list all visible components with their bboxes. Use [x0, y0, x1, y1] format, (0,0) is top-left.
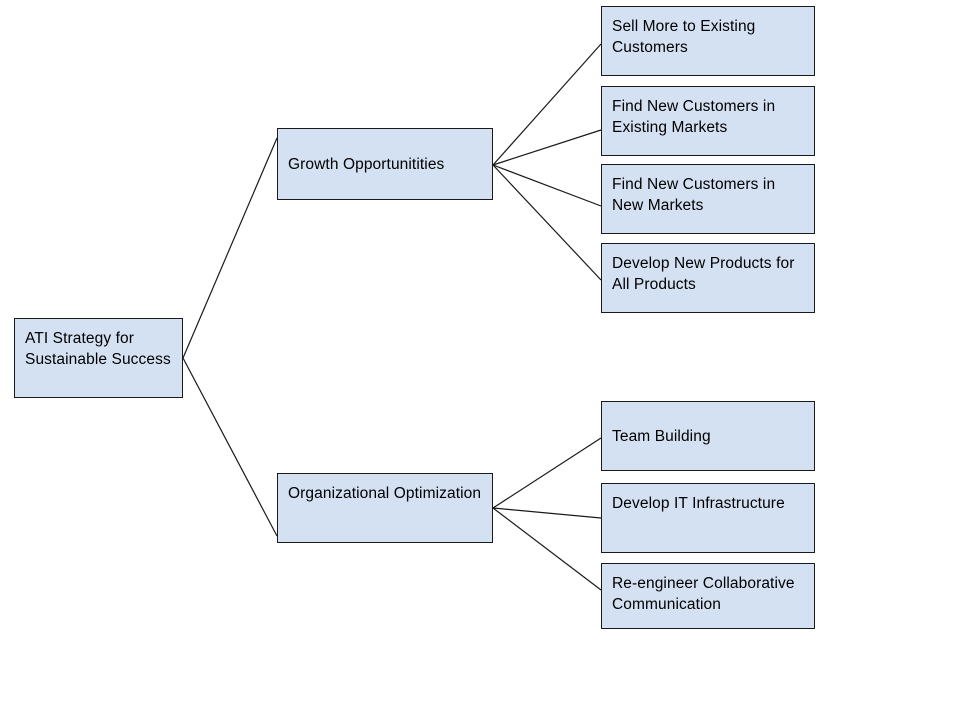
node-growth[interactable]: Growth Opportunitities — [277, 128, 493, 200]
connector-line — [492, 507, 602, 591]
connector-line — [492, 507, 602, 519]
connector-line — [492, 164, 602, 207]
node-sell-more-existing[interactable]: Sell More to Existing Customers — [601, 6, 815, 76]
node-label: Organizational Optimization — [288, 485, 482, 502]
connector-line — [492, 129, 602, 166]
connector-line — [492, 437, 602, 509]
node-label: Team Building — [612, 427, 711, 445]
node-label: Find New Customers in Existing Markets — [612, 98, 776, 136]
node-label: Growth Opportunitities — [288, 155, 445, 173]
node-label: Develop New Products for All Products — [612, 255, 795, 293]
node-label: Develop IT Infrastructure — [612, 495, 785, 512]
node-re-engineer-collaborative-communication[interactable]: Re-engineer Collaborative Communication — [601, 563, 815, 629]
node-organizational[interactable]: Organizational Optimization — [277, 473, 493, 543]
node-label: Sell More to Existing Customers — [612, 18, 756, 56]
node-new-customers-existing-markets[interactable]: Find New Customers in Existing Markets — [601, 86, 815, 156]
node-develop-it-infrastructure[interactable]: Develop IT Infrastructure — [601, 483, 815, 553]
node-label: ATI Strategy for Sustainable Success — [25, 330, 171, 368]
connector-line — [182, 137, 278, 359]
node-root[interactable]: ATI Strategy for Sustainable Success — [14, 318, 183, 398]
connector-line — [492, 164, 602, 281]
connector-line — [492, 43, 602, 166]
node-develop-new-products[interactable]: Develop New Products for All Products — [601, 243, 815, 313]
node-label: Re-engineer Collaborative Communication — [612, 575, 795, 613]
connector-line — [182, 357, 278, 537]
node-label: Find New Customers in New Markets — [612, 176, 776, 214]
node-team-building[interactable]: Team Building — [601, 401, 815, 471]
node-new-customers-new-markets[interactable]: Find New Customers in New Markets — [601, 164, 815, 234]
